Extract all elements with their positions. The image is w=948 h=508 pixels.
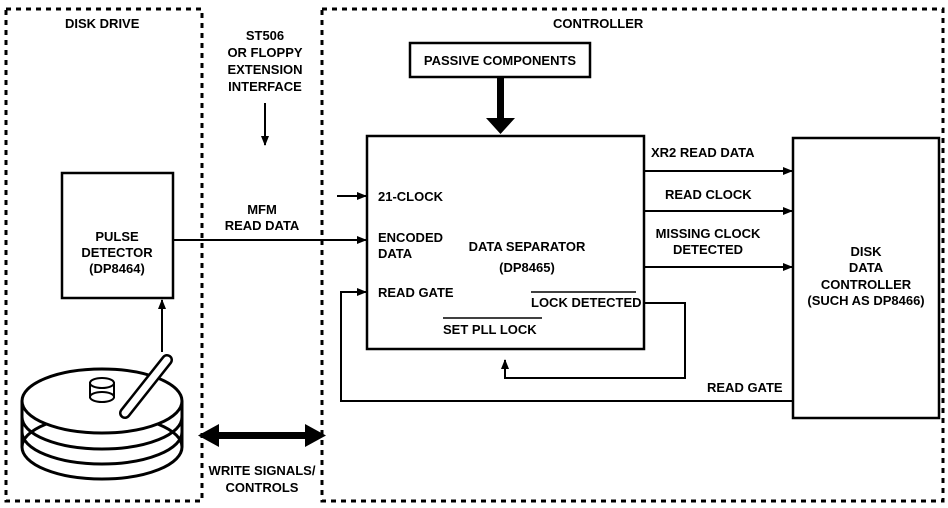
svg-text:EXTENSION: EXTENSION bbox=[227, 62, 302, 77]
svg-text:WRITE SIGNALS/: WRITE SIGNALS/ bbox=[209, 463, 316, 478]
svg-text:ST506: ST506 bbox=[246, 28, 284, 43]
read-gate-out-label: READ GATE bbox=[707, 380, 783, 395]
interface-label: ST506 OR FLOPPY EXTENSION INTERFACE bbox=[227, 28, 302, 94]
svg-text:DATA SEPARATOR: DATA SEPARATOR bbox=[469, 239, 586, 254]
disk-platter-icon bbox=[20, 367, 184, 481]
lock-detected-label: LOCK DETECTED bbox=[531, 295, 642, 310]
svg-text:DATA: DATA bbox=[849, 260, 884, 275]
svg-text:(DP8465): (DP8465) bbox=[499, 260, 555, 275]
disk-data-controller-label: DISK DATA CONTROLLER (SUCH AS DP8466) bbox=[807, 244, 924, 308]
svg-text:DISK: DISK bbox=[850, 244, 882, 259]
write-signals-arrow bbox=[198, 424, 326, 447]
svg-text:INTERFACE: INTERFACE bbox=[228, 79, 302, 94]
svg-text:READ DATA: READ DATA bbox=[225, 218, 300, 233]
svg-text:MFM: MFM bbox=[247, 202, 277, 217]
controller-title: CONTROLLER bbox=[553, 16, 644, 31]
passive-arrow-head bbox=[486, 118, 515, 134]
data-separator-label: DATA SEPARATOR (DP8465) bbox=[469, 239, 586, 275]
data-separator-box bbox=[365, 134, 646, 351]
passive-components-label: PASSIVE COMPONENTS bbox=[424, 53, 577, 68]
pulse-detector-label: PULSE DETECTOR (DP8464) bbox=[81, 229, 153, 276]
clock-21-label: 21-CLOCK bbox=[378, 189, 444, 204]
set-pll-lock-label: SET PLL LOCK bbox=[443, 322, 537, 337]
xr2-read-data-label: XR2 READ DATA bbox=[651, 145, 755, 160]
svg-text:CONTROLLER: CONTROLLER bbox=[821, 277, 912, 292]
svg-text:OR FLOPPY: OR FLOPPY bbox=[227, 45, 302, 60]
mfm-read-data-label: MFM READ DATA bbox=[225, 202, 300, 233]
missing-clock-label: MISSING CLOCK DETECTED bbox=[656, 226, 761, 257]
disk-drive-title: DISK DRIVE bbox=[65, 16, 140, 31]
read-head-arm bbox=[119, 354, 173, 419]
pulse-detector-box bbox=[60, 171, 175, 300]
disk-data-controller-box bbox=[791, 136, 941, 420]
read-gate-feedback-line bbox=[340, 288, 793, 402]
disk-drive-region bbox=[4, 7, 204, 503]
svg-text:(DP8464): (DP8464) bbox=[89, 261, 145, 276]
svg-text:DETECTOR: DETECTOR bbox=[81, 245, 153, 260]
passive-arrow-shaft bbox=[497, 77, 504, 120]
passive-components-box bbox=[408, 41, 592, 79]
svg-text:(SUCH AS DP8466): (SUCH AS DP8466) bbox=[807, 293, 924, 308]
svg-text:MISSING CLOCK: MISSING CLOCK bbox=[656, 226, 761, 241]
svg-text:CONTROLS: CONTROLS bbox=[226, 480, 299, 495]
read-clock-label: READ CLOCK bbox=[665, 187, 752, 202]
svg-text:DETECTED: DETECTED bbox=[673, 242, 743, 257]
svg-text:PULSE: PULSE bbox=[95, 229, 139, 244]
lock-feedback-line bbox=[501, 302, 686, 379]
controller-region bbox=[320, 7, 945, 503]
write-signals-label: WRITE SIGNALS/ CONTROLS bbox=[209, 463, 316, 495]
encoded-data-label: ENCODED DATA bbox=[378, 230, 443, 261]
read-gate-in-label: READ GATE bbox=[378, 285, 454, 300]
svg-text:ENCODED: ENCODED bbox=[378, 230, 443, 245]
svg-text:DATA: DATA bbox=[378, 246, 413, 261]
